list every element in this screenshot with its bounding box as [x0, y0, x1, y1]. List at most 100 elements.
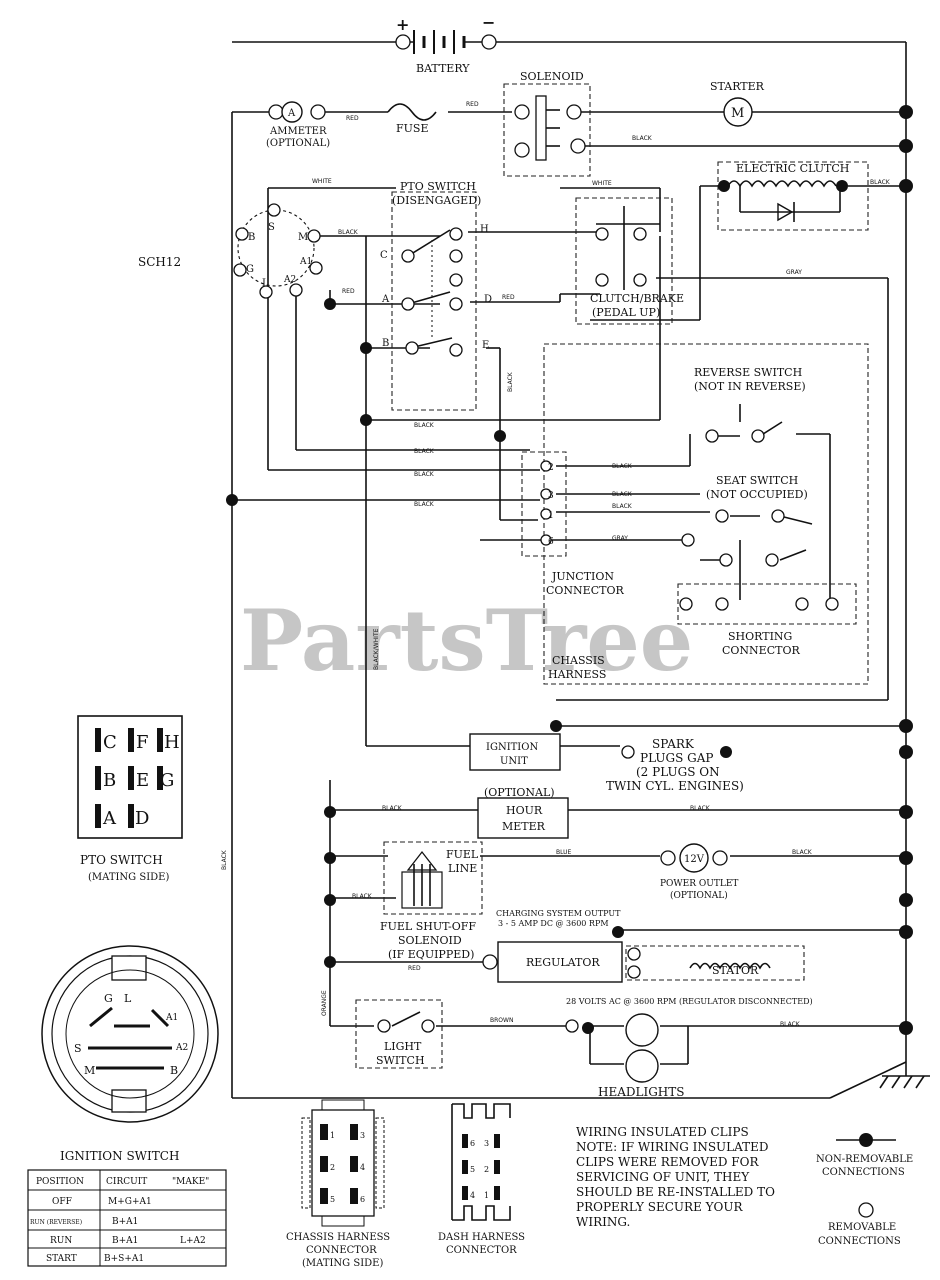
ign-terminal-a2: A2	[283, 275, 296, 285]
clutch-brake-label: CLUTCH/BRAKE	[590, 292, 684, 305]
shorting-label-2: CONNECTOR	[722, 644, 800, 657]
removable-terminals	[233, 34, 874, 1218]
pto-pin-e: E	[136, 770, 149, 791]
pto-pin-a: A	[102, 808, 117, 829]
junction-label: JUNCTION	[551, 570, 614, 583]
wire-label-red: RED	[346, 115, 359, 122]
wire-label-gray: GRAY	[612, 535, 628, 542]
code-label: SCH12	[138, 255, 181, 269]
power-outlet-label: POWER OUTLET	[660, 879, 738, 889]
dash-pin-1: 1	[484, 1191, 489, 1200]
wire-label-black-white: BLACK/WHITE	[373, 628, 380, 670]
power-outlet-optional: (OPTIONAL)	[670, 890, 728, 901]
wire-label-black: BLACK	[690, 805, 711, 812]
stator-note: 28 VOLTS AC @ 3600 RPM (REGULATOR DISCON…	[566, 997, 813, 1006]
ignition-switch-title: IGNITION SWITCH	[60, 1149, 179, 1163]
chassis-pin-3: 3	[360, 1131, 365, 1140]
wire-label-white: WHITE	[312, 178, 332, 185]
pto-state-label: (DISENGAGED)	[392, 194, 481, 207]
wire-label-black: BLACK	[612, 463, 633, 470]
ign-table-r4c2: B+S+A1	[104, 1254, 144, 1264]
clutch-brake-state: (PEDAL UP)	[592, 306, 660, 319]
wire-label-black: BLACK	[870, 179, 891, 186]
battery	[396, 30, 496, 54]
chassis-connector-label-3: (MATING SIDE)	[302, 1258, 383, 1269]
pto-mating-title: PTO SWITCH	[80, 853, 163, 867]
wire-label-black: BLACK	[414, 422, 435, 429]
clutch-coil	[727, 180, 837, 188]
wire-label-black: BLACK	[414, 471, 435, 478]
hour-label: HOUR	[506, 804, 543, 817]
dash-connector-label: DASH HARNESS	[438, 1232, 525, 1243]
chassis-connector-label: CHASSIS HARNESS	[286, 1232, 390, 1243]
wire-label-black: BLACK	[612, 491, 633, 498]
pto-pin-c: C	[103, 732, 117, 753]
electric-clutch-label: ELECTRIC CLUTCH	[736, 162, 849, 175]
seat-switch-label: SEAT SWITCH	[716, 474, 798, 487]
seat-state-label: (NOT OCCUPIED)	[706, 488, 808, 501]
hour-optional-label: (OPTIONAL)	[484, 786, 555, 799]
junction-pin-1: 1	[548, 511, 554, 521]
shorting-label: SHORTING	[728, 630, 792, 643]
fuel-solenoid-label-2: SOLENOID	[398, 934, 462, 947]
wire-label-white: WHITE	[592, 180, 612, 187]
wire-label-red: RED	[502, 294, 515, 301]
meter-label: METER	[502, 820, 546, 833]
light-switch-label-2: SWITCH	[376, 1054, 425, 1067]
chassis-pin-1: 1	[330, 1131, 335, 1140]
power-outlet-symbol: 12V	[684, 854, 705, 865]
dash-pin-4: 4	[470, 1191, 475, 1200]
pto-pin-d: D	[135, 808, 149, 829]
charging-label-2: 3 - 5 AMP DC @ 3600 RPM	[498, 919, 609, 928]
wire-label-red: RED	[342, 288, 355, 295]
ign-terminal-b: B	[248, 232, 255, 243]
wire-label-black: BLACK	[612, 503, 633, 510]
ign-table-r2c1: RUN (REVERSE)	[30, 1219, 82, 1226]
solenoid	[535, 95, 560, 161]
ignition-switch-face: G L A1 S A2 M B	[41, 945, 219, 1123]
pto-terminal-a: A	[381, 294, 390, 305]
ammeter-symbol: A	[287, 108, 296, 119]
wire-label-black: BLACK	[414, 448, 435, 455]
light-switch-label: LIGHT	[384, 1040, 422, 1053]
reverse-switch-label: REVERSE SWITCH	[694, 366, 802, 379]
ammeter-label: AMMETER	[269, 126, 327, 137]
dash-connector-drawing	[451, 1103, 511, 1221]
chassis-harness-label-2: HARNESS	[548, 668, 606, 681]
pto-terminal-e: E	[482, 340, 489, 351]
labels: SCH12 + − BATTERY SOLENOID STARTER M A A…	[30, 13, 913, 1269]
wire-label-black: BLACK	[352, 893, 373, 900]
note-line-1: WIRING INSULATED CLIPS	[576, 1125, 749, 1139]
fuel-line-label: FUEL	[446, 848, 479, 861]
pto-pin-g: G	[160, 770, 174, 791]
component-outlines	[383, 83, 869, 981]
ign-face-b: B	[170, 1064, 178, 1077]
ign-terminal-m: M	[298, 232, 308, 243]
dash-connector-label-2: CONNECTOR	[446, 1245, 517, 1256]
fuse-label: FUSE	[396, 122, 428, 135]
charging-label: CHARGING SYSTEM OUTPUT	[496, 909, 621, 918]
ignition-switch-wiring	[237, 209, 315, 287]
pto-switch-contacts	[407, 229, 453, 349]
stator-coil	[689, 962, 771, 970]
chassis-harness-label: CHASSIS	[552, 654, 605, 667]
ign-terminal-a1: A1	[299, 257, 312, 267]
wire-label-black: BLACK	[792, 849, 813, 856]
legend-nonremovable-2: CONNECTIONS	[822, 1167, 905, 1178]
fuel-solenoid-label: FUEL SHUT-OFF	[380, 920, 476, 933]
starter-symbol: M	[731, 106, 744, 121]
spark-label-4: TWIN CYL. ENGINES)	[606, 779, 744, 793]
nonremovable-connections	[226, 105, 913, 1147]
device-boxes	[281, 97, 753, 1083]
ign-table-r3c1: RUN	[50, 1236, 72, 1246]
ammeter-optional: (OPTIONAL)	[266, 138, 330, 149]
junction-pin-3: 3	[548, 491, 554, 501]
battery-minus-label: −	[482, 13, 495, 32]
wire-label-red: RED	[408, 965, 421, 972]
spark-label-2: PLUGS GAP	[640, 751, 713, 765]
wire-labels: RED RED BLACK WHITE BLACK WHITE BLACK RE…	[221, 101, 891, 1028]
headlights-label: HEADLIGHTS	[598, 1085, 685, 1099]
legend-removable: REMOVABLE	[828, 1222, 896, 1233]
chassis-pin-6: 6	[360, 1195, 365, 1204]
ign-table-r2c2: B+A1	[112, 1217, 138, 1227]
